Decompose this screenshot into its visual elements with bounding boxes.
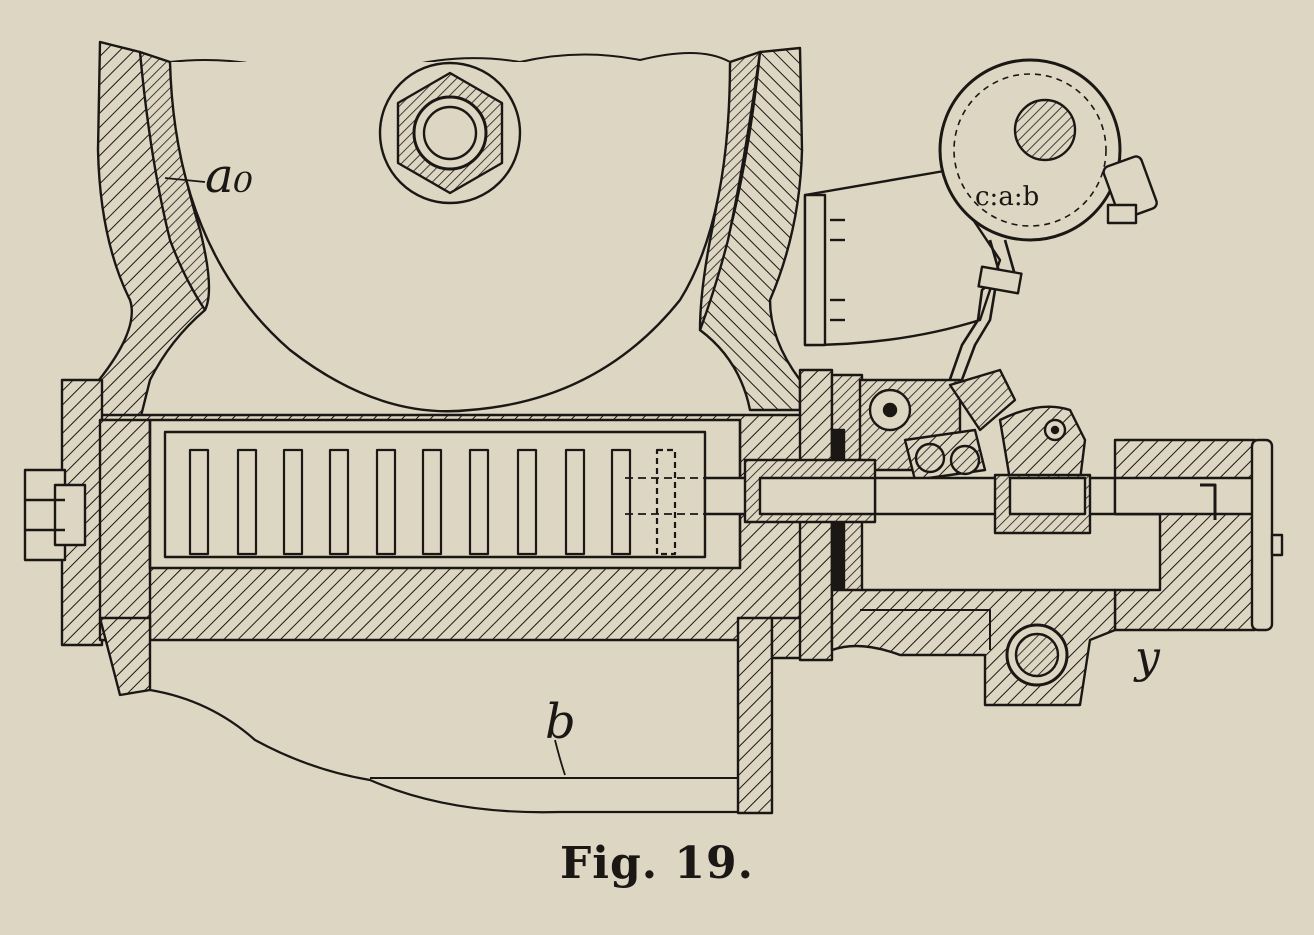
gauge-clip [1102, 155, 1158, 220]
base-torn-bottom [149, 688, 740, 814]
base-right-leg [736, 616, 774, 815]
rotor-slots [188, 448, 677, 556]
label-b: b [545, 694, 576, 750]
gauge-hub [1013, 98, 1077, 162]
end-cover [1250, 438, 1274, 632]
valve-mechanism [858, 368, 1087, 482]
housing-right-wall [698, 46, 804, 412]
leader-lines [164, 177, 566, 776]
lower-bracket [830, 588, 1117, 707]
end-cylinder [1113, 438, 1257, 632]
label-a0: a₀ [205, 148, 253, 204]
figure-caption: Fig. 19. [560, 838, 754, 889]
label-y: y [1133, 632, 1161, 683]
svg-text:c:a:b: c:a:b [975, 182, 1039, 212]
drum [168, 61, 732, 413]
nut-outer-ring [378, 61, 522, 205]
base-left-skirt [98, 616, 152, 697]
